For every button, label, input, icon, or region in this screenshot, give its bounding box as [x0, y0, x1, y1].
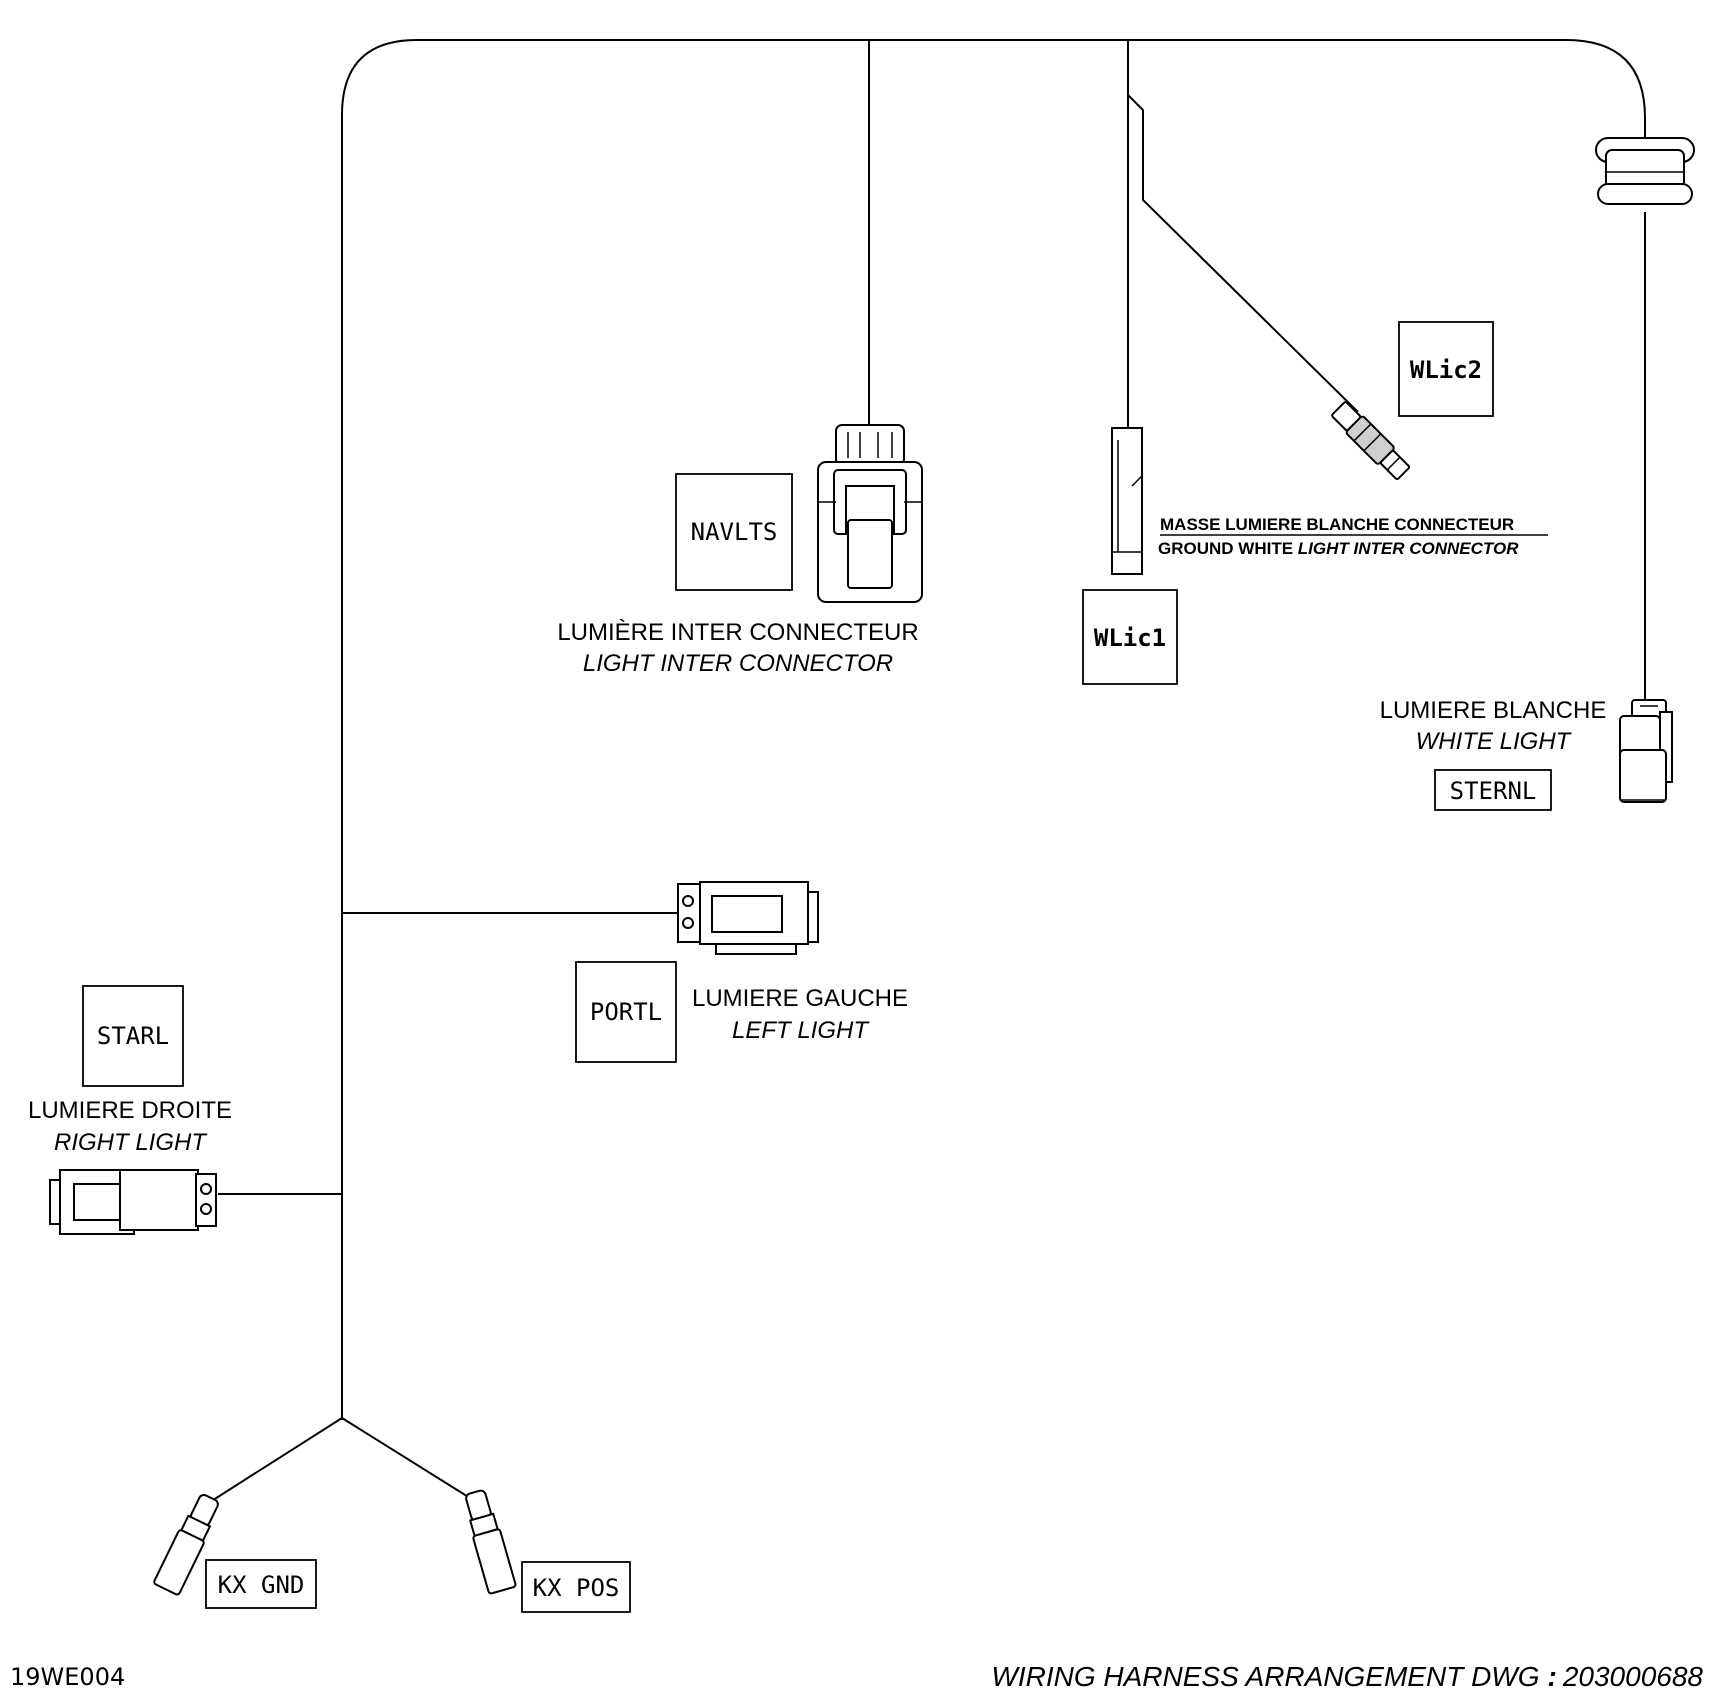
kx-pos-tag: KX POS — [521, 1561, 631, 1613]
portl-code: PORTL — [590, 998, 662, 1026]
kx-pos-code: KX POS — [533, 1574, 620, 1602]
portl-label-fr: LUMIERE GAUCHE — [692, 985, 908, 1012]
kx-gnd-tag: KX GND — [205, 1559, 317, 1609]
portl-tag: PORTL — [575, 961, 677, 1063]
harness-wires — [209, 39, 1646, 1503]
portl-connector-icon — [677, 881, 819, 955]
grommet-icon — [1595, 137, 1695, 205]
starl-code: STARL — [97, 1022, 169, 1050]
wlic2-connector-icon — [1331, 401, 1410, 480]
wlic1-code: WLic1 — [1094, 624, 1166, 652]
kx-pos-terminal-icon — [465, 1489, 517, 1595]
kx-gnd-code: KX GND — [218, 1571, 305, 1599]
starl-connector-icon — [49, 1169, 217, 1235]
wlic2-code: WLic2 — [1410, 356, 1482, 384]
sternl-tag: STERNL — [1434, 769, 1552, 811]
wlic1-connector-icon — [1111, 427, 1143, 575]
portl-label-en: LEFT LIGHT — [732, 1017, 870, 1044]
ground-label-fr: MASSE LUMIERE BLANCHE CONNECTEUR — [1160, 515, 1514, 534]
ground-label-en: GROUND WHITE LIGHT INTER CONNECTOR — [1158, 539, 1519, 558]
navlts-label-fr: LUMIÈRE INTER CONNECTEUR — [557, 619, 918, 646]
sternl-label-en: WHITE LIGHT — [1416, 728, 1573, 755]
starl-label-en: RIGHT LIGHT — [54, 1129, 208, 1156]
navlts-label-en: LIGHT INTER CONNECTOR — [583, 650, 893, 677]
sternl-connector-icon — [1619, 699, 1673, 803]
sternl-label-fr: LUMIERE BLANCHE — [1380, 697, 1607, 724]
navlts-code: NAVLTS — [691, 518, 778, 546]
kx-gnd-terminal-icon — [153, 1493, 219, 1596]
sternl-code: STERNL — [1450, 777, 1537, 805]
starl-tag: STARL — [82, 985, 184, 1087]
navlts-tag: NAVLTS — [675, 473, 793, 591]
wlic2-tag: WLic2 — [1398, 321, 1494, 417]
drawing-number-caption: WIRING HARNESS ARRANGEMENT DWG:203000688 — [991, 1661, 1703, 1692]
drawing-code: 19WE004 — [10, 1663, 125, 1691]
navlts-connector-icon — [817, 424, 923, 603]
starl-label-fr: LUMIERE DROITE — [28, 1097, 232, 1124]
wlic1-tag: WLic1 — [1082, 589, 1178, 685]
